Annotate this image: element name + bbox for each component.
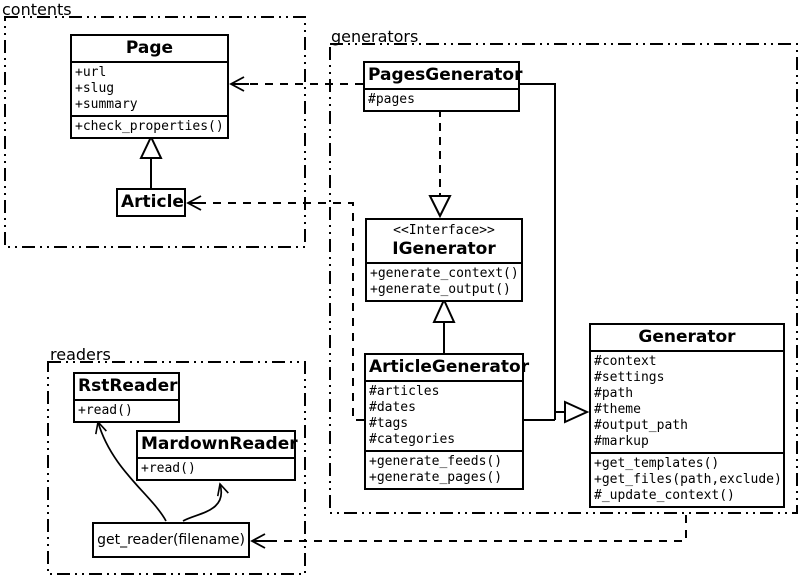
class-mardownreader: MardownReader +read() [136, 430, 298, 481]
class-rstreader-name: RstReader [78, 376, 178, 396]
readers-package-border [47, 361, 306, 575]
class-generator-attributes: #context #settings #path #theme #output_… [591, 350, 783, 452]
dependency-generator-to-getreader [250, 500, 687, 549]
interface-stereotype: <<Interface>> [393, 223, 495, 238]
package-label-generators: generators [331, 27, 419, 46]
class-mardownreader-methods: +read() [138, 457, 294, 479]
method: +generate_pages() [369, 470, 503, 485]
attribute: #path [594, 386, 634, 401]
method: #_update_context() [594, 488, 735, 503]
attribute: #theme [594, 402, 641, 417]
inheritance-articlegenerator-to-igenerator [432, 297, 456, 353]
method: +read() [141, 461, 196, 476]
method: +generate_feeds() [369, 454, 503, 469]
attribute: #pages [368, 92, 415, 107]
class-generator-name: Generator [638, 327, 736, 347]
association-getreader-to-rstreader [98, 422, 167, 522]
interface-igenerator: <<Interface>> IGenerator +generate_conte… [365, 218, 523, 302]
package-label-readers: readers [50, 345, 111, 364]
inheritance-article-to-page [139, 134, 163, 188]
attribute: #articles [369, 384, 440, 399]
class-generator: Generator #context #settings #path #them… [589, 323, 785, 508]
attribute: +summary [75, 97, 138, 112]
method: +get_templates() [594, 456, 720, 471]
attribute: #settings [594, 370, 665, 385]
attribute: #markup [594, 434, 649, 449]
class-articlegenerator: ArticleGenerator #articles #dates #tags … [364, 353, 530, 490]
attribute: #tags [369, 416, 409, 431]
attribute: #dates [369, 400, 416, 415]
class-page-name: Page [125, 38, 174, 58]
class-rstreader: RstReader +read() [73, 372, 180, 423]
generators-package-border [329, 43, 798, 514]
realization-pagesgenerator-to-igenerator [428, 109, 452, 219]
interface-igenerator-name: IGenerator [392, 239, 496, 259]
class-page-attributes: +url +slug +summary [72, 61, 227, 115]
class-rstreader-methods: +read() [75, 399, 178, 421]
class-page: Page +url +slug +summary +check_properti… [70, 34, 229, 139]
association-getreader-to-mardownreader [182, 484, 221, 522]
attribute: #output_path [594, 418, 688, 433]
interface-igenerator-methods: +generate_context() +generate_output() [367, 262, 521, 300]
inheritance-triangle-icon [432, 297, 456, 323]
inheritance-generators-to-generator [520, 83, 590, 424]
package-label-contents: contents [2, 0, 72, 19]
open-arrowhead-icon [186, 195, 202, 211]
class-articlegenerator-methods: +generate_feeds() +generate_pages() [366, 450, 522, 488]
open-arrowhead-icon [250, 533, 266, 549]
class-articlegenerator-name: ArticleGenerator [369, 357, 530, 377]
dependency-pagesgenerator-to-page [229, 76, 363, 92]
class-articlegenerator-attributes: #articles #dates #tags #categories [366, 380, 522, 450]
class-article: Article [116, 188, 186, 217]
class-pagesgenerator: PagesGenerator #pages [363, 61, 523, 112]
class-page-methods: +check_properties() [72, 115, 227, 137]
contents-package-border [4, 16, 306, 248]
method: +generate_output() [370, 282, 511, 297]
inheritance-triangle-icon [139, 134, 163, 159]
method: +get_files(path,exclude) [594, 472, 782, 487]
attribute: #categories [369, 432, 456, 447]
method: +generate_context() [370, 266, 519, 281]
method: +read() [78, 403, 133, 418]
class-mardownreader-name: MardownReader [141, 434, 298, 454]
inheritance-triangle-icon [564, 400, 590, 424]
attribute: #context [594, 354, 657, 369]
dependency-articlegenerator-to-article [186, 195, 364, 421]
class-pagesgenerator-attributes: #pages [365, 88, 518, 110]
class-generator-methods: +get_templates() +get_files(path,exclude… [591, 452, 783, 506]
class-article-name: Article [121, 192, 184, 212]
attribute: +url [75, 65, 107, 80]
method: +check_properties() [75, 119, 224, 134]
attribute: +slug [75, 81, 115, 96]
realization-triangle-icon [428, 195, 452, 219]
open-arrowhead-icon [229, 76, 245, 92]
function-box-get-reader: get_reader(filename) [92, 522, 250, 558]
function-box-label: get_reader(filename) [97, 532, 245, 548]
class-pagesgenerator-name: PagesGenerator [368, 65, 523, 85]
